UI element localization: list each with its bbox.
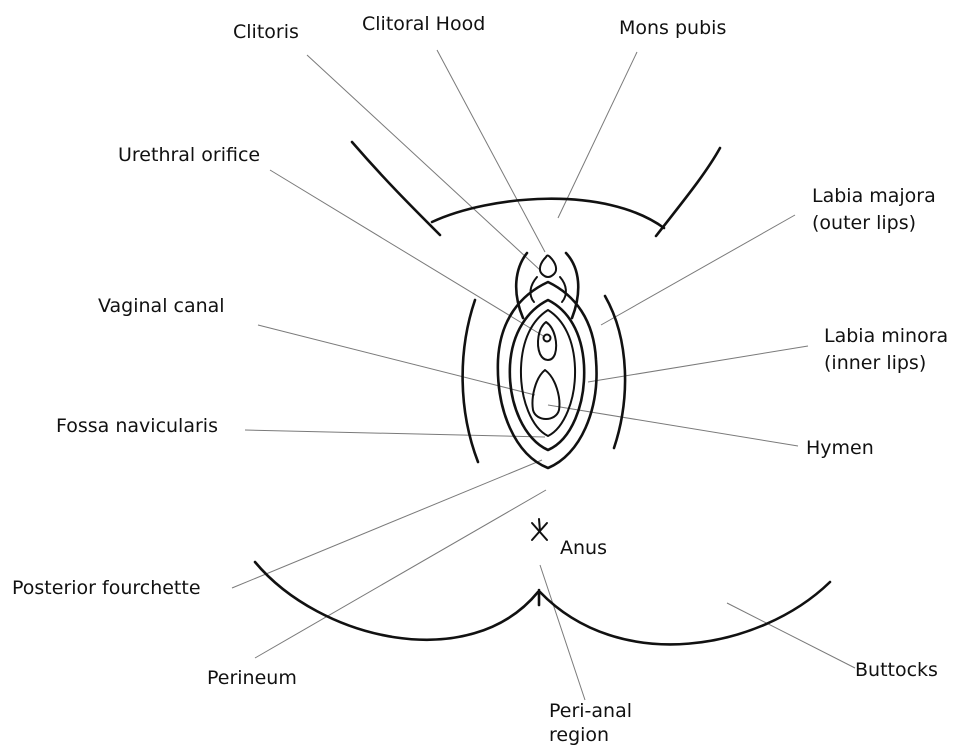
label-labia-minora: Labia minora (inner lips): [824, 323, 948, 377]
leader-peri-anal-region: [540, 565, 585, 700]
leader-fossa-navicularis: [245, 430, 545, 437]
outer-lip-right: [605, 296, 625, 448]
label-buttocks: Buttocks: [855, 658, 938, 682]
vaginal-opening: [533, 370, 560, 419]
leader-labia-majora: [601, 215, 795, 325]
label-clitoral-hood: Clitoral Hood: [362, 12, 485, 36]
leader-posterior-fourchette: [232, 460, 542, 588]
left-buttock: [255, 562, 538, 640]
clitoral-hood-right: [566, 253, 578, 318]
leader-clitoris: [307, 55, 540, 270]
leader-lines: [232, 50, 855, 700]
left-thigh-line: [352, 142, 440, 235]
label-fossa-navicularis: Fossa navicularis: [56, 414, 218, 438]
outer-lip-left: [463, 300, 478, 462]
label-clitoris: Clitoris: [233, 20, 299, 44]
right-thigh-line: [656, 148, 720, 236]
label-urethral-orifice: Urethral orifice: [118, 143, 260, 167]
leader-perineum: [255, 490, 546, 658]
leader-mons-pubis: [558, 52, 637, 218]
clitoris-shape: [540, 256, 556, 278]
label-labia-majora: Labia majora (outer lips): [812, 183, 936, 237]
leader-clitoral-hood: [437, 50, 545, 252]
vulva-drawing: [498, 253, 597, 468]
urethral-dot: [544, 335, 551, 342]
label-posterior-fourchette: Posterior fourchette: [12, 576, 201, 600]
clitoral-hood-left: [516, 253, 527, 318]
right-buttock: [540, 582, 830, 644]
label-vaginal-canal: Vaginal canal: [98, 294, 225, 318]
label-mons-pubis: Mons pubis: [619, 16, 726, 40]
anus-marker: [532, 519, 547, 540]
leader-urethral-orifice: [270, 170, 545, 337]
label-anus: Anus: [560, 536, 607, 560]
label-perineum: Perineum: [207, 666, 297, 690]
leader-vaginal-canal: [258, 325, 535, 395]
label-peri-anal-region: Peri-anal region: [549, 699, 632, 746]
leader-labia-minora: [588, 346, 808, 382]
body-outline: [255, 142, 830, 644]
label-hymen: Hymen: [806, 436, 874, 460]
